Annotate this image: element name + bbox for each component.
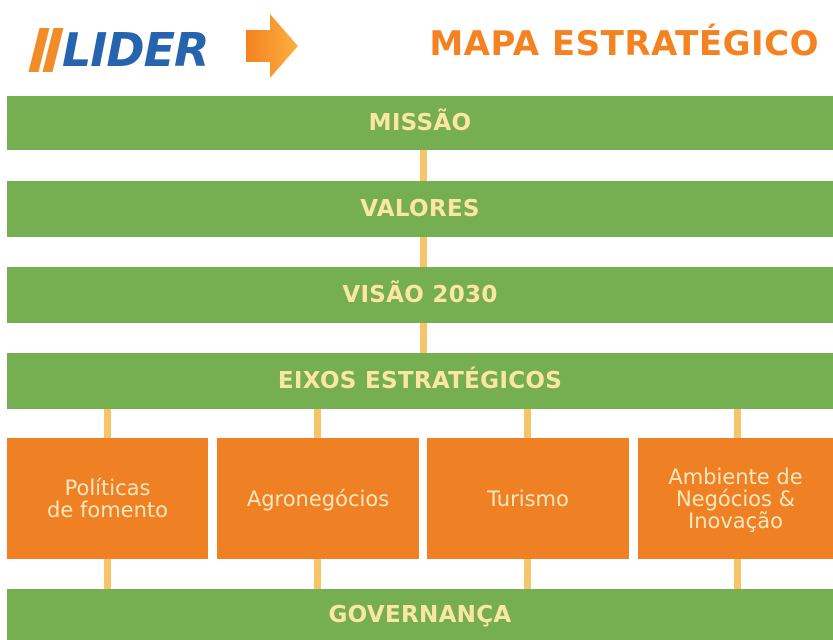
axis-label: Ambiente de Negócios & Inovação [668, 464, 803, 533]
axis-label: Agronegócios [246, 486, 390, 511]
page-title: MAPA ESTRATÉGICO [429, 24, 819, 64]
logo-text: LIDER [62, 23, 209, 77]
connector-line [420, 150, 427, 181]
connector-line [734, 559, 741, 589]
missao-bar: MISSÃO [7, 96, 833, 150]
missao-label: MISSÃO [368, 110, 472, 136]
connector-line [420, 323, 427, 353]
arrow-right-icon [246, 14, 298, 78]
connector-line [524, 409, 531, 438]
axis-label: Turismo [487, 486, 569, 511]
axis-box-agronegocios: Agronegócios [217, 438, 419, 559]
eixos-label: EIXOS ESTRATÉGICOS [277, 368, 563, 394]
connector-line [524, 559, 531, 589]
connector-line [420, 237, 427, 267]
connector-line [734, 409, 741, 438]
visao-label: VISÃO 2030 [342, 282, 498, 308]
lider-logo: LIDER [28, 12, 300, 80]
valores-label: VALORES [360, 196, 480, 222]
visao-bar: VISÃO 2030 [7, 267, 833, 323]
governanca-bar: GOVERNANÇA [7, 589, 833, 640]
axis-label: Políticas de fomento [47, 475, 168, 522]
logo-stripes-icon [28, 28, 64, 72]
axis-box-politicas: Políticas de fomento [7, 438, 208, 559]
connector-line [104, 409, 111, 438]
connector-line [314, 559, 321, 589]
axis-box-turismo: Turismo [427, 438, 629, 559]
axis-box-ambiente: Ambiente de Negócios & Inovação [638, 438, 833, 559]
connector-line [104, 559, 111, 589]
eixos-bar: EIXOS ESTRATÉGICOS [7, 353, 833, 409]
connector-line [314, 409, 321, 438]
valores-bar: VALORES [7, 181, 833, 237]
governanca-label: GOVERNANÇA [328, 601, 512, 628]
